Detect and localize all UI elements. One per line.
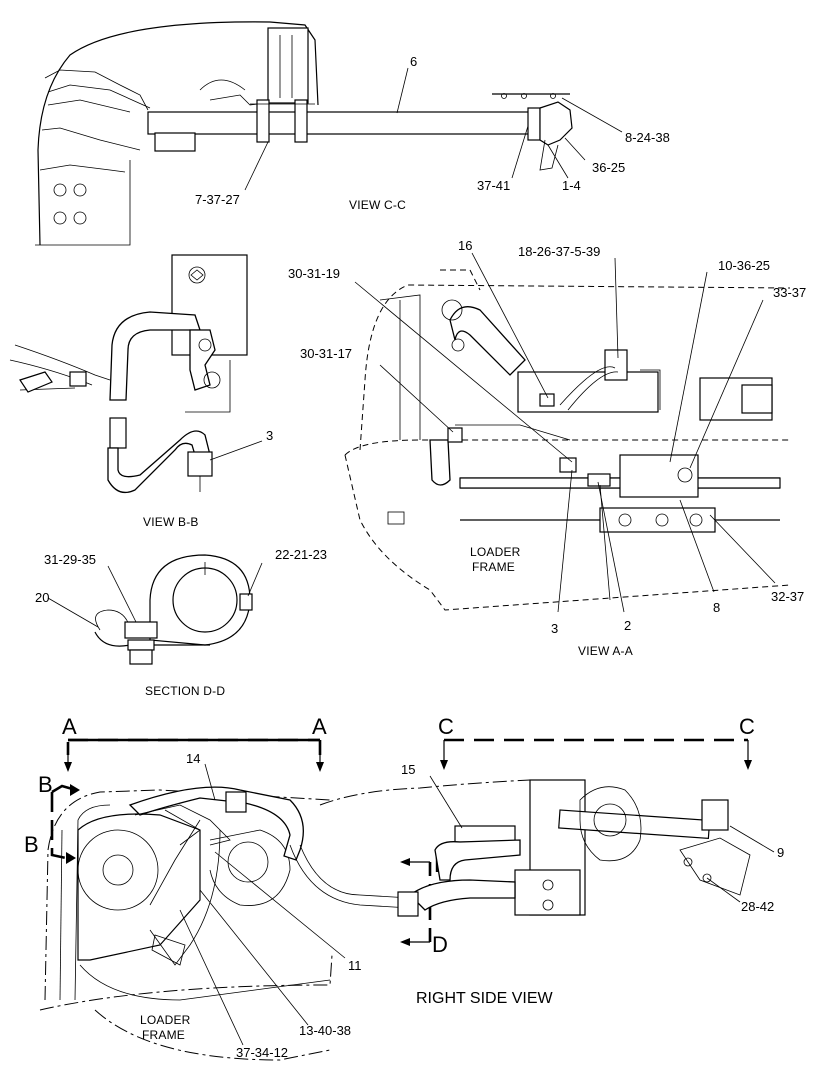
right-side-view: A A C C B B D D xyxy=(24,714,784,1061)
callout-11: 11 xyxy=(348,958,362,973)
section-d-bolt-head xyxy=(124,621,158,639)
callout-15: 15 xyxy=(401,762,415,777)
callout-37-34-12: 37-34-12 xyxy=(236,1045,288,1060)
callout-31-29-35: 31-29-35 xyxy=(44,552,96,567)
view-b-b: 3 VIEW B-B xyxy=(9,254,273,529)
callout-9: 9 xyxy=(777,845,784,860)
callout-1-4: 1-4 xyxy=(562,178,581,193)
callout-8-24-38: 8-24-38 xyxy=(625,130,670,145)
callout-18-26-37-5-39: 18-26-37-5-39 xyxy=(518,244,600,259)
callout-33-37: 33-37 xyxy=(773,285,806,300)
view-a-frame-outline xyxy=(359,284,791,451)
view-a-valve-body xyxy=(517,371,659,413)
view-b-fitting xyxy=(109,417,127,449)
view-c-tube xyxy=(147,111,531,135)
view-b-connector xyxy=(187,451,213,477)
right-side-frame-label-2: FRAME xyxy=(142,1028,185,1042)
callout-8: 8 xyxy=(713,600,720,615)
callout-7-37-27: 7-37-27 xyxy=(195,192,240,207)
callout-30-31-17: 30-31-17 xyxy=(300,346,352,361)
right-side-wheel-housing xyxy=(77,813,201,961)
section-a-left-letter: A xyxy=(62,714,77,739)
view-b-bracket xyxy=(19,371,53,393)
right-side-hose-14 xyxy=(128,786,304,861)
section-d-d: 31-29-35 22-21-23 20 SECTION D-D xyxy=(35,547,327,698)
callout-28-42: 28-42 xyxy=(741,899,774,914)
callout-2: 2 xyxy=(624,618,631,633)
callout-22-21-23: 22-21-23 xyxy=(275,547,327,562)
view-c-clamp-1 xyxy=(256,99,270,143)
view-a-frame-label-1: LOADER xyxy=(470,545,521,559)
view-b-hose-upper xyxy=(109,311,201,401)
callout-13-40-38: 13-40-38 xyxy=(299,1023,351,1038)
callout-16: 16 xyxy=(458,238,472,253)
section-d-bottom-letter: D xyxy=(432,932,448,957)
right-side-switch xyxy=(701,799,729,831)
callout-b-3: 3 xyxy=(266,428,273,443)
view-b-title: VIEW B-B xyxy=(143,515,199,529)
view-c-end-bracket xyxy=(539,101,573,146)
section-d-title: SECTION D-D xyxy=(145,684,225,698)
view-a-hose-1 xyxy=(449,306,526,376)
view-a-lower-block xyxy=(599,507,716,533)
callout-a-3: 3 xyxy=(551,621,558,636)
view-c-c: 6 8-24-38 36-25 37-41 1-4 7-37-27 VIEW C… xyxy=(35,21,670,246)
callout-32-37: 32-37 xyxy=(771,589,804,604)
callout-37-41: 37-41 xyxy=(477,178,510,193)
view-c-machine-outline xyxy=(37,21,319,246)
section-b-bottom-letter: B xyxy=(24,832,39,857)
right-side-frame-label-1: LOADER xyxy=(140,1013,191,1027)
right-side-hose-15 xyxy=(454,825,516,843)
callout-20: 20 xyxy=(35,590,49,605)
right-side-title: RIGHT SIDE VIEW xyxy=(416,990,554,1007)
section-d-tube xyxy=(172,567,238,633)
view-a-title: VIEW A-A xyxy=(578,644,633,658)
section-a-right-letter: A xyxy=(312,714,327,739)
view-a-frame-label-2: FRAME xyxy=(472,560,515,574)
callout-36-25: 36-25 xyxy=(592,160,625,175)
view-c-clamp-2 xyxy=(294,99,308,143)
section-c-left-letter: C xyxy=(438,714,454,739)
view-c-tank-block xyxy=(267,27,309,104)
view-a-bracket xyxy=(619,454,699,498)
section-b-top-letter: B xyxy=(38,772,53,797)
view-a-a: 16 18-26-37-5-39 30-31-19 10-36-25 33-37… xyxy=(288,238,806,658)
callout-14: 14 xyxy=(186,751,200,766)
right-side-frame-outline xyxy=(44,789,331,1001)
callout-30-31-19: 30-31-19 xyxy=(288,266,340,281)
callout-10-36-25: 10-36-25 xyxy=(718,258,770,273)
section-c-right-letter: C xyxy=(739,714,755,739)
view-c-title: VIEW C-C xyxy=(349,198,406,212)
callout-6: 6 xyxy=(410,54,417,69)
